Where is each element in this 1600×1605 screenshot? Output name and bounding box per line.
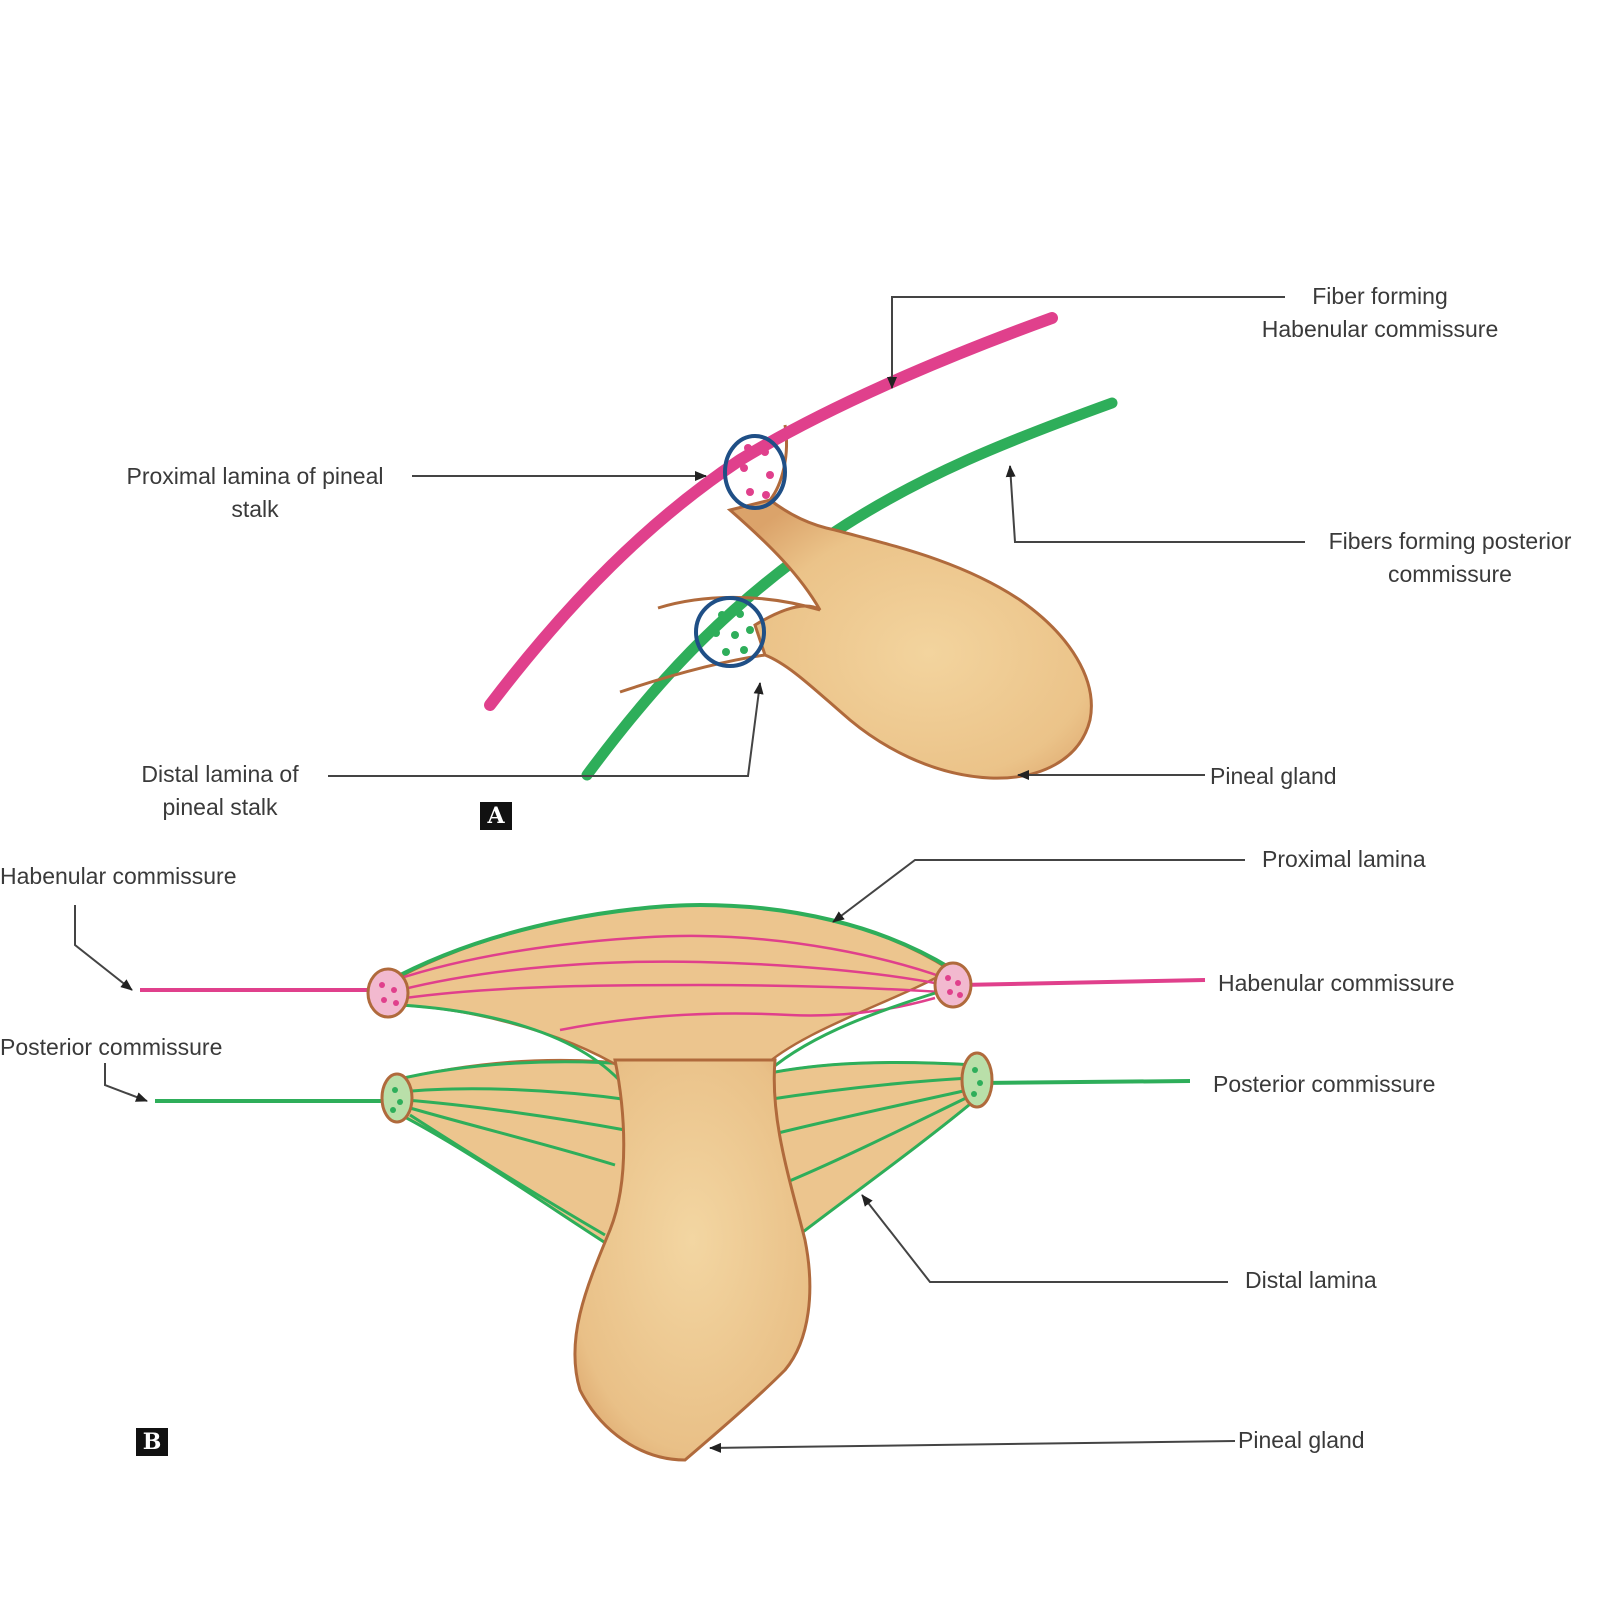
label-pineal-gland-b: Pineal gland	[1238, 1427, 1365, 1453]
distal-lamina-ring-a	[694, 596, 766, 668]
leader-fiber-habenular	[887, 296, 1285, 389]
panel-tag-a: A	[480, 802, 512, 830]
pineal-gland-b	[573, 1058, 812, 1462]
habenular-knob-left	[366, 967, 410, 1019]
habenular-knob-right	[933, 961, 973, 1009]
posterior-knob-left	[380, 1072, 414, 1124]
label-habenular-left: Habenular commissure	[0, 863, 237, 889]
label-distal-lamina-b: Distal lamina	[1245, 1267, 1377, 1293]
proximal-lamina-strands	[394, 934, 946, 1032]
panel-a	[328, 296, 1305, 781]
leader-proximal-lamina-b	[832, 859, 1245, 923]
proximal-lamina-ring-a	[723, 434, 787, 510]
label-posterior-left: Posterior commissure	[0, 1034, 223, 1060]
panel-b	[74, 859, 1245, 1462]
label-habenular-right: Habenular commissure	[1218, 970, 1455, 996]
label-distal-lamina: Distal lamina of pineal stalk	[141, 761, 299, 820]
label-pineal-gland-a: Pineal gland	[1210, 763, 1337, 789]
distal-strand-bottom	[619, 653, 766, 694]
posterior-knob-right	[960, 1051, 994, 1109]
habenular-fiber-right-b	[959, 978, 1206, 987]
panel-tag-b: B	[136, 1428, 168, 1456]
label-fibers-posterior: Fibers forming posterior commissure	[1328, 528, 1572, 587]
leader-distal-lamina-b	[861, 1194, 1228, 1283]
habenular-fiber-a	[484, 312, 1058, 711]
label-posterior-right: Posterior commissure	[1213, 1071, 1436, 1097]
label-proximal-lamina: Proximal lamina of pineal stalk	[126, 463, 384, 522]
label-proximal-lamina-b: Proximal lamina	[1262, 846, 1426, 872]
posterior-fiber-right-b	[977, 1079, 1191, 1085]
leader-fibers-posterior	[1005, 465, 1305, 543]
leader-posterior-left	[104, 1063, 148, 1102]
proximal-lamina-edge	[384, 902, 952, 985]
distal-lamina-strands	[394, 1060, 976, 1267]
leader-distal-lamina	[328, 682, 764, 777]
label-fiber-habenular: Fiber forming Habenular commissure	[1261, 283, 1499, 342]
leader-habenular-left	[74, 905, 133, 991]
leader-pineal-gland-b	[709, 1440, 1236, 1453]
